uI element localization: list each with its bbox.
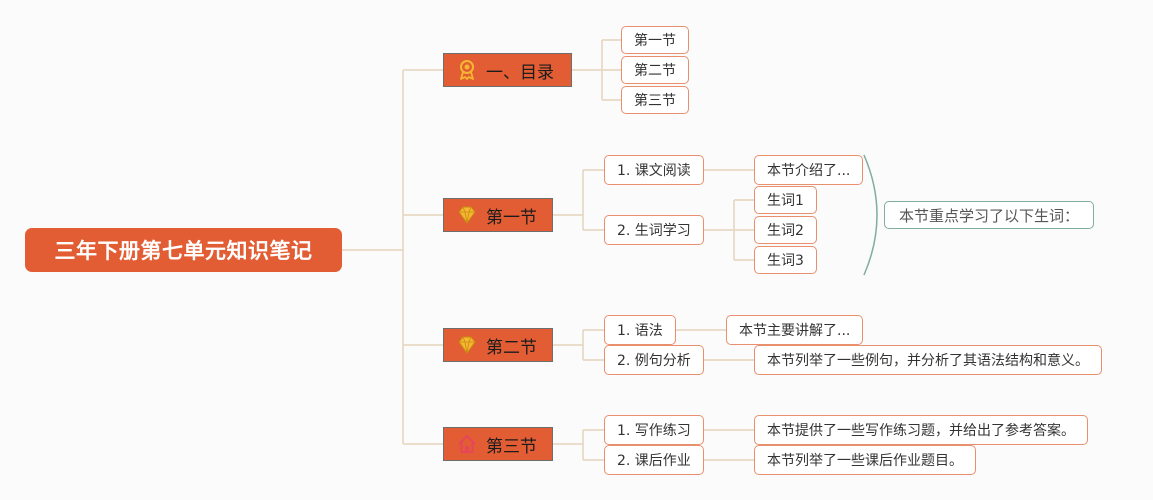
branch-section-3-label: 第三节 [486,436,537,457]
homework-node[interactable]: 2. 课后作业 [604,445,704,475]
grammar-node-label: 1. 语法 [617,323,663,339]
vocab-node-label: 2. 生词学习 [617,223,691,239]
branch-section-1-label: 第一节 [486,207,537,228]
contents-item-1[interactable]: 第一节 [621,26,689,54]
branch-contents-label: 一、目录 [486,62,554,83]
grammar-note[interactable]: 本节主要讲解了... [726,315,864,345]
reading-note[interactable]: 本节介绍了... [754,155,864,185]
example-note[interactable]: 本节列举了一些例句，并分析了其语法结构和意义。 [754,345,1102,375]
homework-note[interactable]: 本节列举了一些课后作业题目。 [754,445,976,475]
writing-note[interactable]: 本节提供了一些写作练习题，并给出了参考答案。 [754,415,1088,445]
diamond-icon [458,206,476,224]
vocab-node[interactable]: 2. 生词学习 [604,215,704,245]
diamond-icon [458,336,476,354]
vocab-word-3[interactable]: 生词3 [754,246,817,274]
branch-section-2[interactable]: 第二节 [443,328,553,362]
contents-item-3[interactable]: 第三节 [621,86,689,114]
contents-item-2[interactable]: 第二节 [621,56,689,84]
contents-item-3-label: 第三节 [634,93,676,109]
award-ribbon-icon [460,60,474,80]
example-node-label: 2. 例句分析 [617,353,691,369]
writing-node-label: 1. 写作练习 [617,423,691,439]
root-topic-label: 三年下册第七单元知识笔记 [54,239,313,263]
vocab-word-2-label: 生词2 [767,223,804,239]
vocab-word-1[interactable]: 生词1 [754,186,817,214]
writing-node[interactable]: 1. 写作练习 [604,415,704,445]
branch-contents[interactable]: 一、目录 [443,53,572,87]
writing-note-text: 本节提供了一些写作练习题，并给出了参考答案。 [767,423,1075,439]
branch-section-2-label: 第二节 [486,337,537,358]
homework-node-label: 2. 课后作业 [617,453,691,469]
vocab-word-1-label: 生词1 [767,193,804,209]
grammar-node[interactable]: 1. 语法 [604,315,676,345]
root-topic[interactable]: 三年下册第七单元知识笔记 [25,228,342,272]
contents-item-2-label: 第二节 [634,63,676,79]
reading-node[interactable]: 1. 课文阅读 [604,155,704,185]
branch-section-3[interactable]: 第三节 [443,427,553,461]
house-icon [458,435,476,453]
grammar-note-text: 本节主要讲解了... [739,323,851,339]
reading-note-text: 本节介绍了... [767,163,851,179]
example-note-text: 本节列举了一些例句，并分析了其语法结构和意义。 [767,353,1089,369]
reading-node-label: 1. 课文阅读 [617,163,691,179]
branch-section-1[interactable]: 第一节 [443,198,553,232]
contents-item-1-label: 第一节 [634,33,676,49]
example-node[interactable]: 2. 例句分析 [604,345,704,375]
homework-note-text: 本节列举了一些课后作业题目。 [767,453,963,469]
summary-node-text: 本节重点学习了以下生词： [899,206,1080,225]
vocab-word-2[interactable]: 生词2 [754,216,817,244]
summary-node[interactable]: 本节重点学习了以下生词： [884,201,1095,229]
vocab-word-3-label: 生词3 [767,253,804,269]
